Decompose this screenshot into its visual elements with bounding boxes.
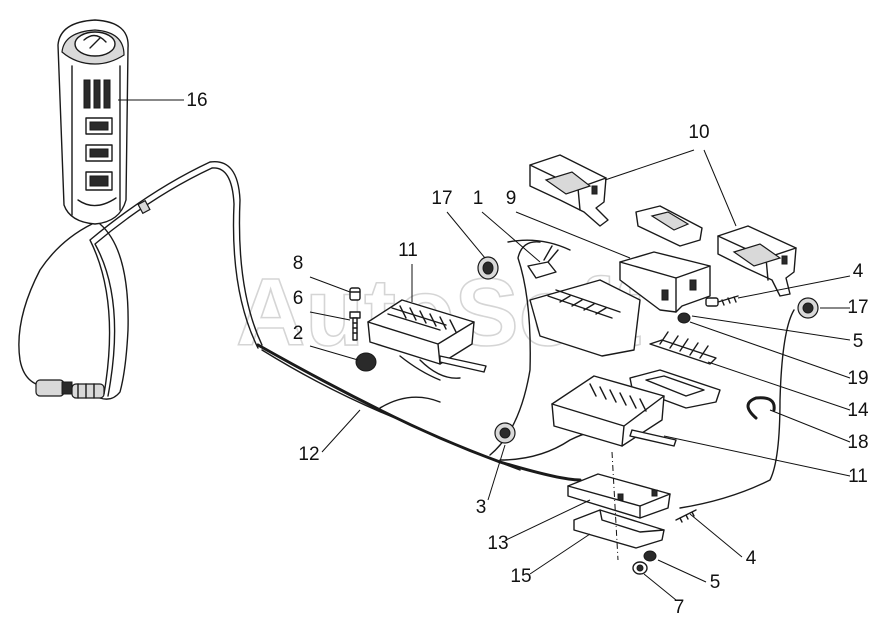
washer-part-19	[677, 312, 691, 324]
callout-c4b: 4	[746, 548, 757, 569]
callout-c1: 1	[473, 188, 484, 209]
callout-c11a: 11	[398, 240, 418, 261]
callout-c7: 7	[674, 597, 685, 618]
callout-c8: 8	[293, 253, 304, 274]
callout-c4a: 4	[853, 261, 864, 282]
bolt-part-6	[349, 311, 361, 341]
callout-c14: 14	[847, 400, 869, 421]
element-part-14	[649, 331, 717, 365]
remote-cable-return	[99, 223, 129, 400]
grommet-part-2	[355, 352, 377, 372]
callout-c9: 9	[506, 188, 517, 209]
callout-c17a: 17	[431, 188, 452, 209]
bracket-part-10-right	[717, 225, 797, 297]
callout-c19: 19	[847, 368, 868, 389]
callout-c13: 13	[487, 533, 508, 554]
control-module-part-11-lower	[551, 375, 677, 447]
plate-part-15	[573, 509, 665, 549]
callout-c11b: 11	[848, 466, 868, 487]
leader-lines	[118, 99, 851, 601]
cable-connector	[35, 379, 105, 399]
screw-part-4-lower	[675, 509, 697, 523]
bracket-part-9	[619, 251, 711, 313]
sensor-cable-right	[679, 309, 795, 509]
remote-cable	[18, 223, 93, 387]
callout-c10: 10	[688, 122, 709, 143]
control-module-part-11-upper	[367, 299, 487, 381]
callout-c5a: 5	[853, 331, 864, 352]
bracket-part-13	[567, 473, 671, 519]
callout-c18: 18	[847, 432, 868, 453]
bracket-part-10-left	[529, 154, 609, 227]
callout-c12: 12	[298, 444, 319, 465]
mounting-plate-assembly	[529, 279, 641, 357]
gasket-plate	[635, 205, 703, 247]
callout-c2: 2	[293, 323, 304, 344]
sensor-part-1	[507, 239, 571, 279]
control-unit-part-16	[57, 19, 129, 225]
screw-part-4-upper	[705, 295, 739, 307]
callout-c15: 15	[510, 566, 531, 587]
callout-c6: 6	[293, 288, 304, 309]
nut-part-8	[349, 287, 361, 301]
callout-c5b: 5	[710, 572, 721, 593]
clamp-part-18	[746, 396, 776, 420]
callout-c17b: 17	[847, 297, 868, 318]
callout-c3: 3	[476, 497, 487, 518]
washer-part-5-lower	[643, 550, 657, 562]
callout-c16: 16	[186, 90, 207, 111]
